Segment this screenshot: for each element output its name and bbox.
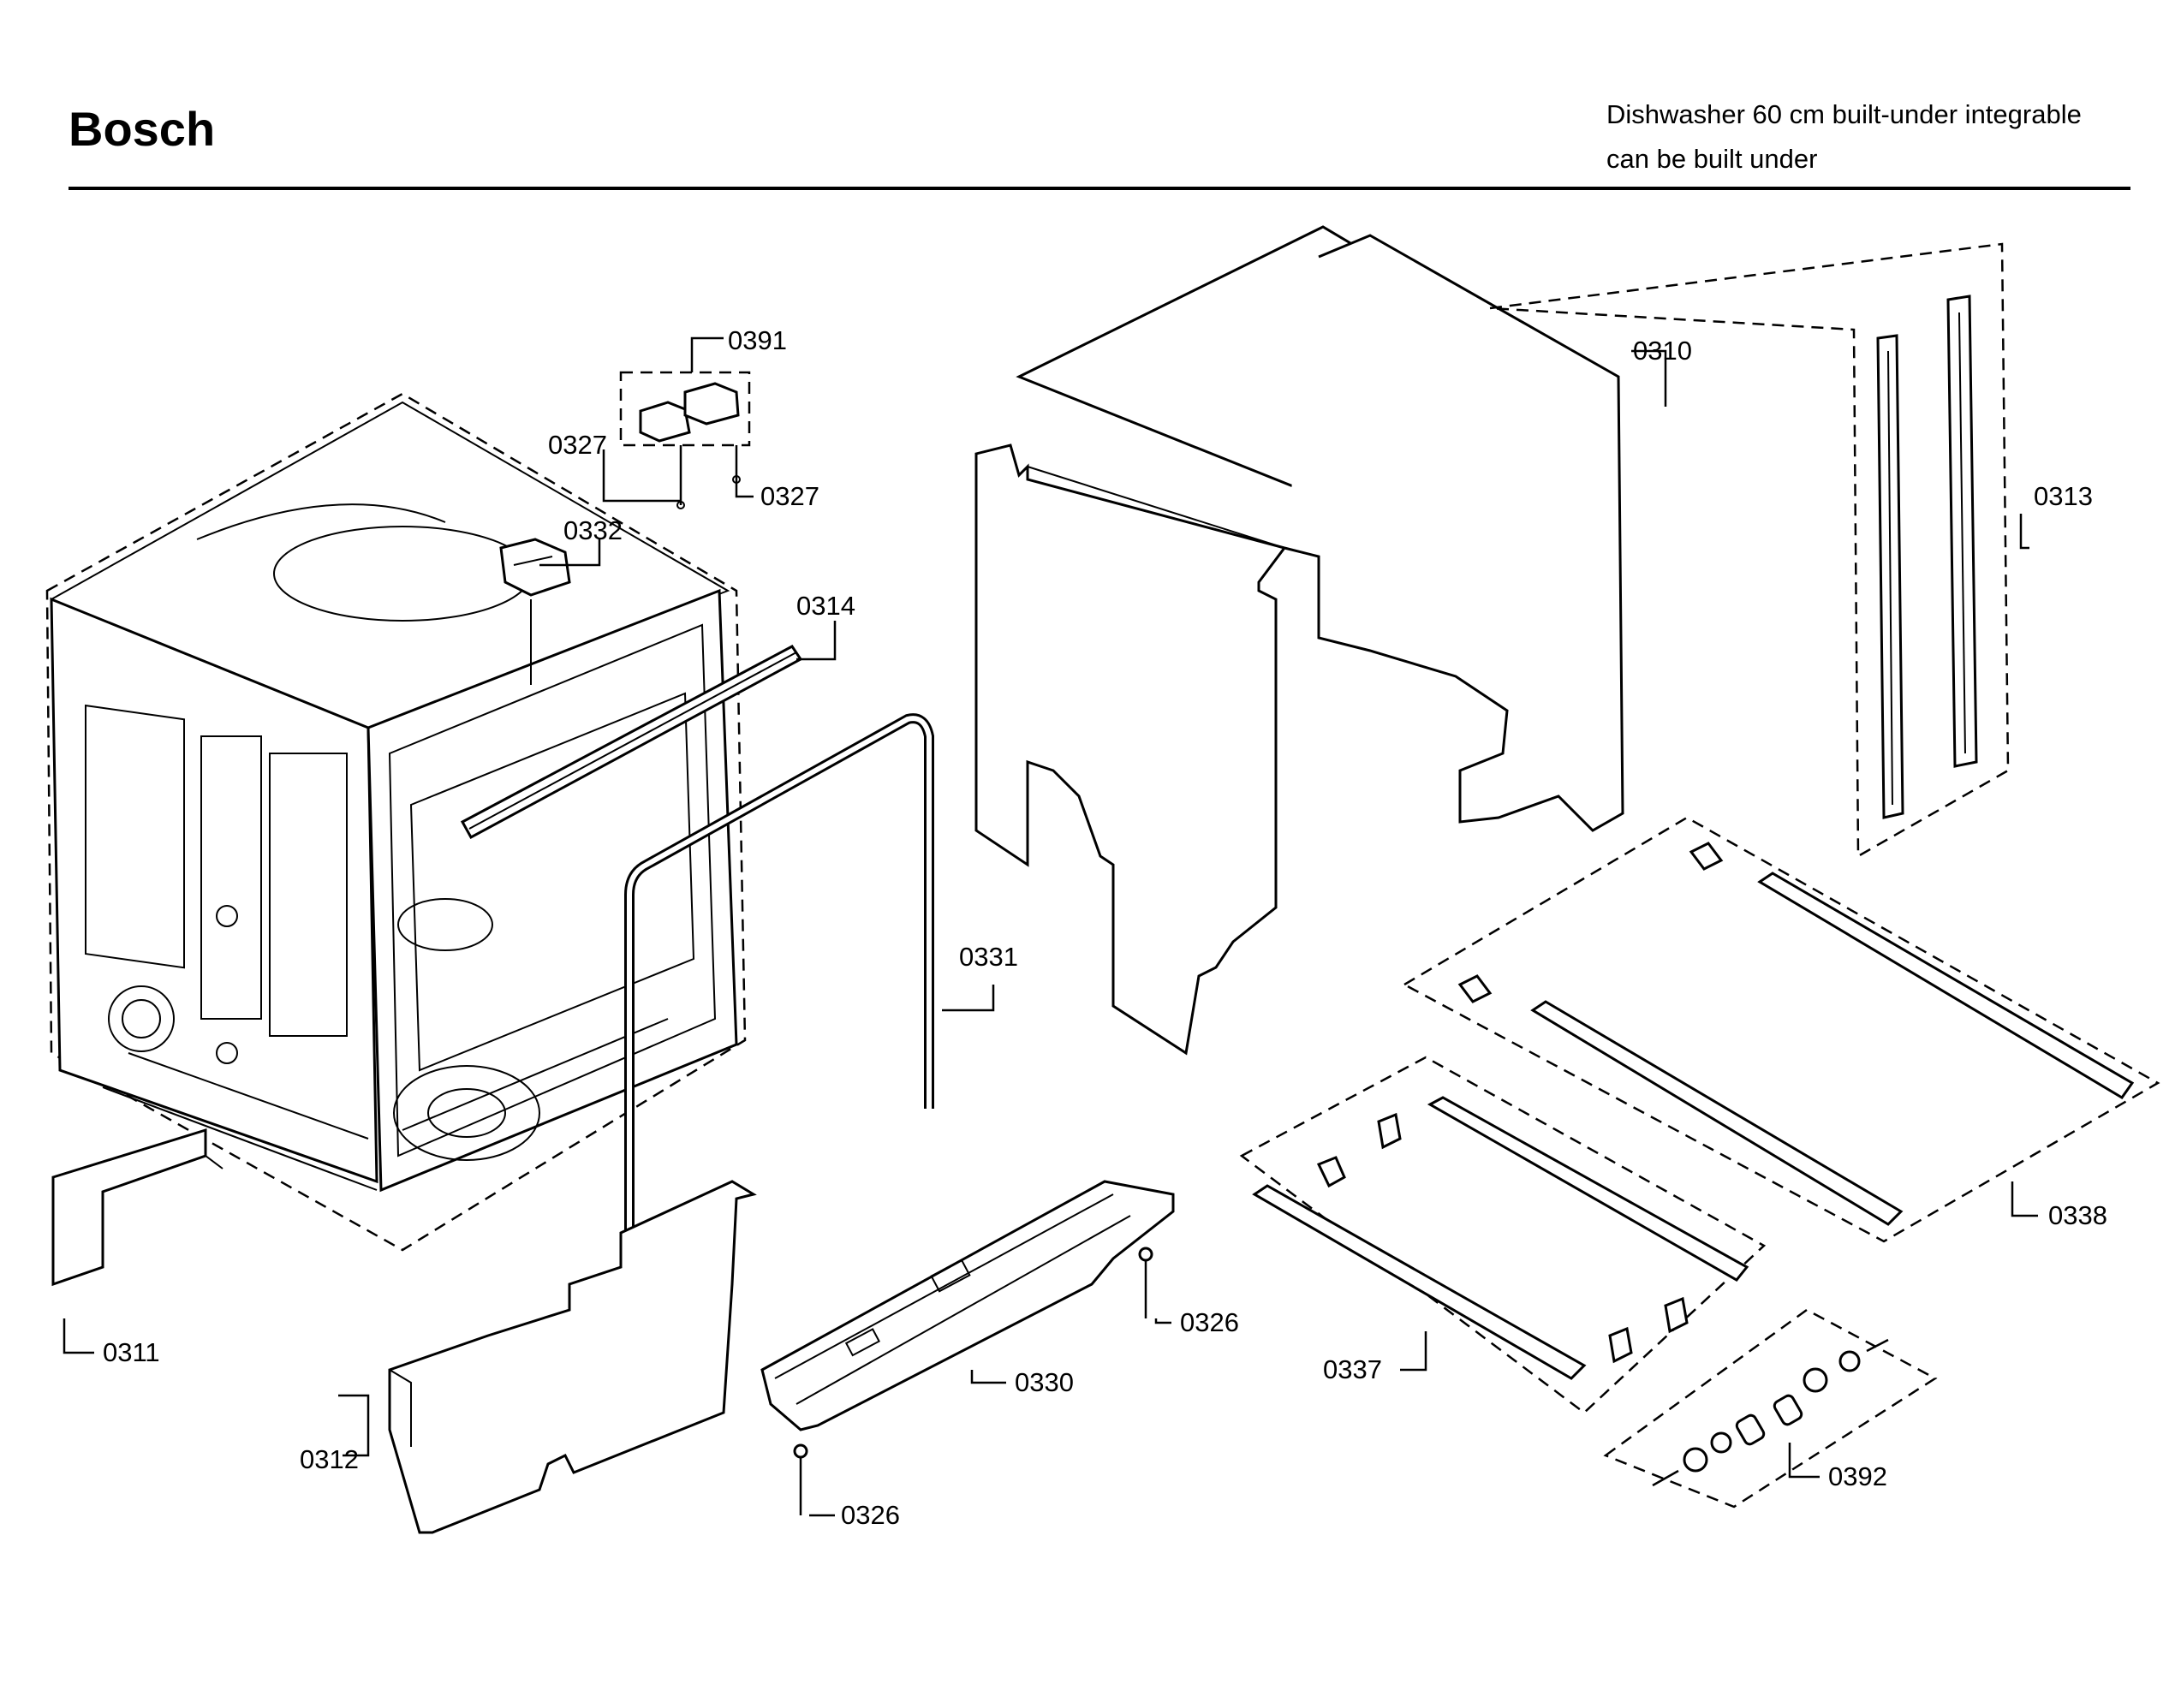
description-line-2: can be built under: [1606, 144, 1818, 174]
model-description: Dishwasher 60 cm built-under integrable …: [1606, 92, 2082, 182]
header-divider: [69, 187, 2130, 190]
callout-0338: 0338: [2048, 1200, 2107, 1230]
base-tray: [760, 1180, 1175, 1431]
callout-0330: 0330: [1015, 1367, 1074, 1397]
plinth-cover-left: [51, 1128, 223, 1287]
callout-0326-upper: 0326: [1180, 1307, 1239, 1337]
brand-title: Bosch: [69, 102, 216, 156]
hinge-clip-set: [619, 371, 751, 509]
callout-0392: 0392: [1828, 1461, 1887, 1491]
callout-0314: 0314: [796, 591, 855, 621]
insulation-cover: [974, 225, 1624, 1056]
callout-0313: 0313: [2034, 481, 2093, 511]
callout-0332: 0332: [563, 515, 623, 545]
front-insulation-panel: [388, 1180, 757, 1534]
callout-0327-left: 0327: [548, 430, 607, 460]
screw-lower: [793, 1443, 808, 1515]
dishwasher-tub: [45, 392, 747, 1252]
callout-0337: 0337: [1323, 1354, 1382, 1384]
door-gasket: [624, 713, 934, 1276]
callout-0326-lower: 0326: [841, 1500, 900, 1530]
callout-0331: 0331: [959, 942, 1018, 972]
callout-0327-right: 0327: [760, 481, 819, 511]
side-trim-strips: [1489, 242, 2010, 859]
lower-rail-set: [1239, 1056, 1767, 1414]
upper-rail-set: [1402, 816, 2160, 1243]
leader-lines: [63, 336, 2038, 1517]
callout-0310: 0310: [1633, 336, 1692, 366]
callout-0391: 0391: [728, 325, 787, 355]
description-line-1: Dishwasher 60 cm built-under integrable: [1606, 99, 2082, 129]
roller-kit: [1603, 1308, 1938, 1509]
hinge-bracket: [499, 538, 571, 685]
callout-0311: 0311: [103, 1337, 160, 1367]
callout-0312: 0312: [300, 1444, 359, 1474]
screw-upper: [1138, 1247, 1153, 1318]
